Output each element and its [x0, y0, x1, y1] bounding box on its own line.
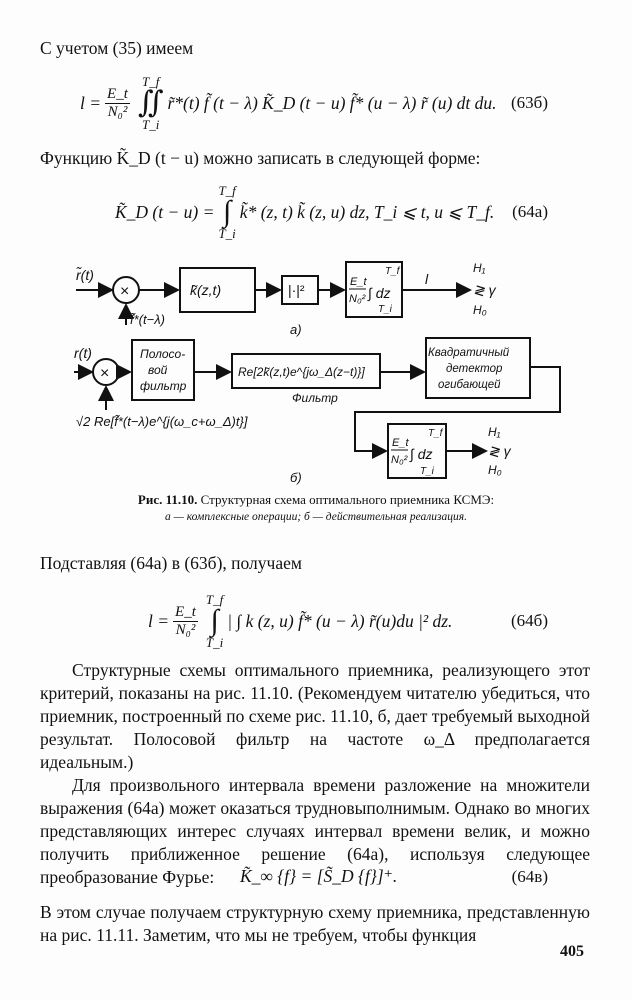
eq-lhs: l =: [148, 610, 170, 631]
text-line: С учетом (35) имеем: [40, 38, 194, 58]
upper-limit: T_f: [141, 74, 160, 89]
square-label: |·|²: [288, 282, 305, 298]
upper-limit: T_f: [218, 183, 236, 198]
int-num: E_t: [350, 276, 367, 288]
paragraph: В этом случае получаем структурную схему…: [40, 902, 590, 945]
integral-sign: ∫: [210, 604, 219, 637]
reference-signal: f̃*(t−λ): [130, 312, 165, 327]
lower-limit: T_i: [218, 226, 236, 241]
bp-line: Полосо-: [140, 347, 185, 361]
equation-number: (63б): [511, 93, 548, 112]
det-line: Квадратичный: [428, 347, 510, 359]
paragraph: Структурные схемы оптимального приемника…: [40, 660, 590, 772]
hypothesis-h1: H₁: [473, 261, 486, 275]
numerator: E_t: [173, 603, 198, 622]
subfigure-label: а): [290, 322, 302, 337]
block-diagram: r̃(t) × f̃*(t−λ) k̃(z,t) |·|² E_t N₀² ∫ …: [74, 261, 561, 485]
numerator: E_t: [105, 85, 130, 104]
det-line: огибающей: [438, 379, 501, 391]
integral: T_f∫T_i: [218, 184, 235, 240]
int-lower: T_i: [378, 304, 393, 315]
denominator: N₀²: [107, 103, 128, 120]
figure-number: Рис. 11.10.: [137, 492, 198, 507]
caption-title: Структурная схема оптимального приемника…: [200, 492, 495, 507]
diagram-b: r(t) × √2 Re[f̃*(t−λ)e^{j(ω_c+ω_Δ)t}] По…: [74, 337, 561, 485]
page-number: 405: [560, 943, 584, 960]
filter-caption: Фильтр: [292, 391, 338, 405]
eq-body: k̃* (z, t) k̃ (z, u) dz, T_i ⩽ t, u ⩽ T_…: [239, 201, 495, 222]
integral: T_f∫T_i: [206, 593, 223, 649]
int-body: ∫ dz: [409, 446, 433, 463]
int-body: ∫ dz: [367, 285, 391, 302]
input-signal: r̃(t): [76, 267, 94, 283]
eq-body: r̃*(t) f̃ (t − λ) K̃_D (t − u) f̃* (u − …: [167, 92, 497, 113]
equation-number: (64б): [511, 611, 548, 630]
det-line: детектор: [446, 363, 503, 375]
int-lower: T_i: [420, 466, 435, 477]
filter-label: k̃(z,t): [190, 282, 221, 298]
multiplier-symbol: ×: [120, 283, 129, 300]
figure-caption: Рис. 11.10. Структурная схема оптимально…: [0, 492, 632, 508]
bandpass-filter-block: [131, 339, 195, 401]
threshold: ≷ γ: [473, 282, 497, 298]
caption-subtitle: а — комплексные операции; б — действител…: [165, 511, 467, 523]
bp-line: фильтр: [140, 379, 187, 393]
eq-lhs: K̃_D (t − u) =: [115, 201, 215, 222]
lower-limit: T_i: [141, 117, 160, 132]
integral-sign: ∬: [137, 86, 164, 119]
multiplier-symbol: ×: [100, 365, 109, 382]
eq-body: K̃_∞ {f} = [S̃_D {f}]⁺.: [240, 866, 398, 886]
lower-limit: T_i: [205, 635, 224, 650]
diagram-a: r̃(t) × f̃*(t−λ) k̃(z,t) |·|² E_t N₀² ∫ …: [76, 261, 497, 337]
int-upper: T_f: [428, 428, 444, 439]
eq-body: | ∫ k (z, u) f̃* (u − λ) r̃(u)du |² dz.: [227, 610, 453, 631]
upper-limit: T_f: [205, 592, 224, 607]
threshold: ≷ γ: [488, 443, 512, 459]
int-num: E_t: [392, 437, 409, 449]
text-line: Функцию K̃_D (t − u) можно записать в сл…: [40, 148, 481, 168]
int-den: N₀²: [391, 454, 408, 466]
output-l: l: [425, 271, 429, 287]
reference-signal: √2 Re[f̃*(t−λ)e^{j(ω_c+ω_Δ)t}]: [76, 414, 248, 429]
paragraph: Для произвольного интервала времени разл…: [40, 775, 590, 887]
eq-lhs: l =: [80, 92, 102, 113]
hypothesis-h0: H₀: [473, 303, 487, 317]
hypothesis-h0: H₀: [488, 463, 502, 477]
equation-number: (64в): [511, 866, 548, 886]
input-signal: r(t): [74, 345, 92, 361]
equation-64v: K̃_∞ {f} = [S̃_D {f}]⁺. (64в): [240, 866, 590, 887]
int-upper: T_f: [385, 266, 401, 277]
bp-line: вой: [148, 363, 168, 377]
subfigure-label: б): [290, 470, 302, 485]
int-den: N₀²: [349, 293, 366, 305]
equation-number: (64а): [512, 202, 548, 221]
text-line: Подставляя (64а) в (63б), получаем: [40, 553, 302, 573]
filter-label: Re[2k̃(z,t)e^{jω_Δ(z−t)}]: [238, 365, 365, 379]
integral-sign: ∫: [223, 195, 232, 228]
hypothesis-h1: H₁: [488, 425, 501, 439]
denominator: N₀²: [175, 621, 196, 638]
equation-64a: K̃_D (t − u) = T_f∫T_i k̃* (z, t) k̃ (z,…: [115, 178, 590, 246]
integral: T_f∬T_i: [138, 75, 164, 131]
